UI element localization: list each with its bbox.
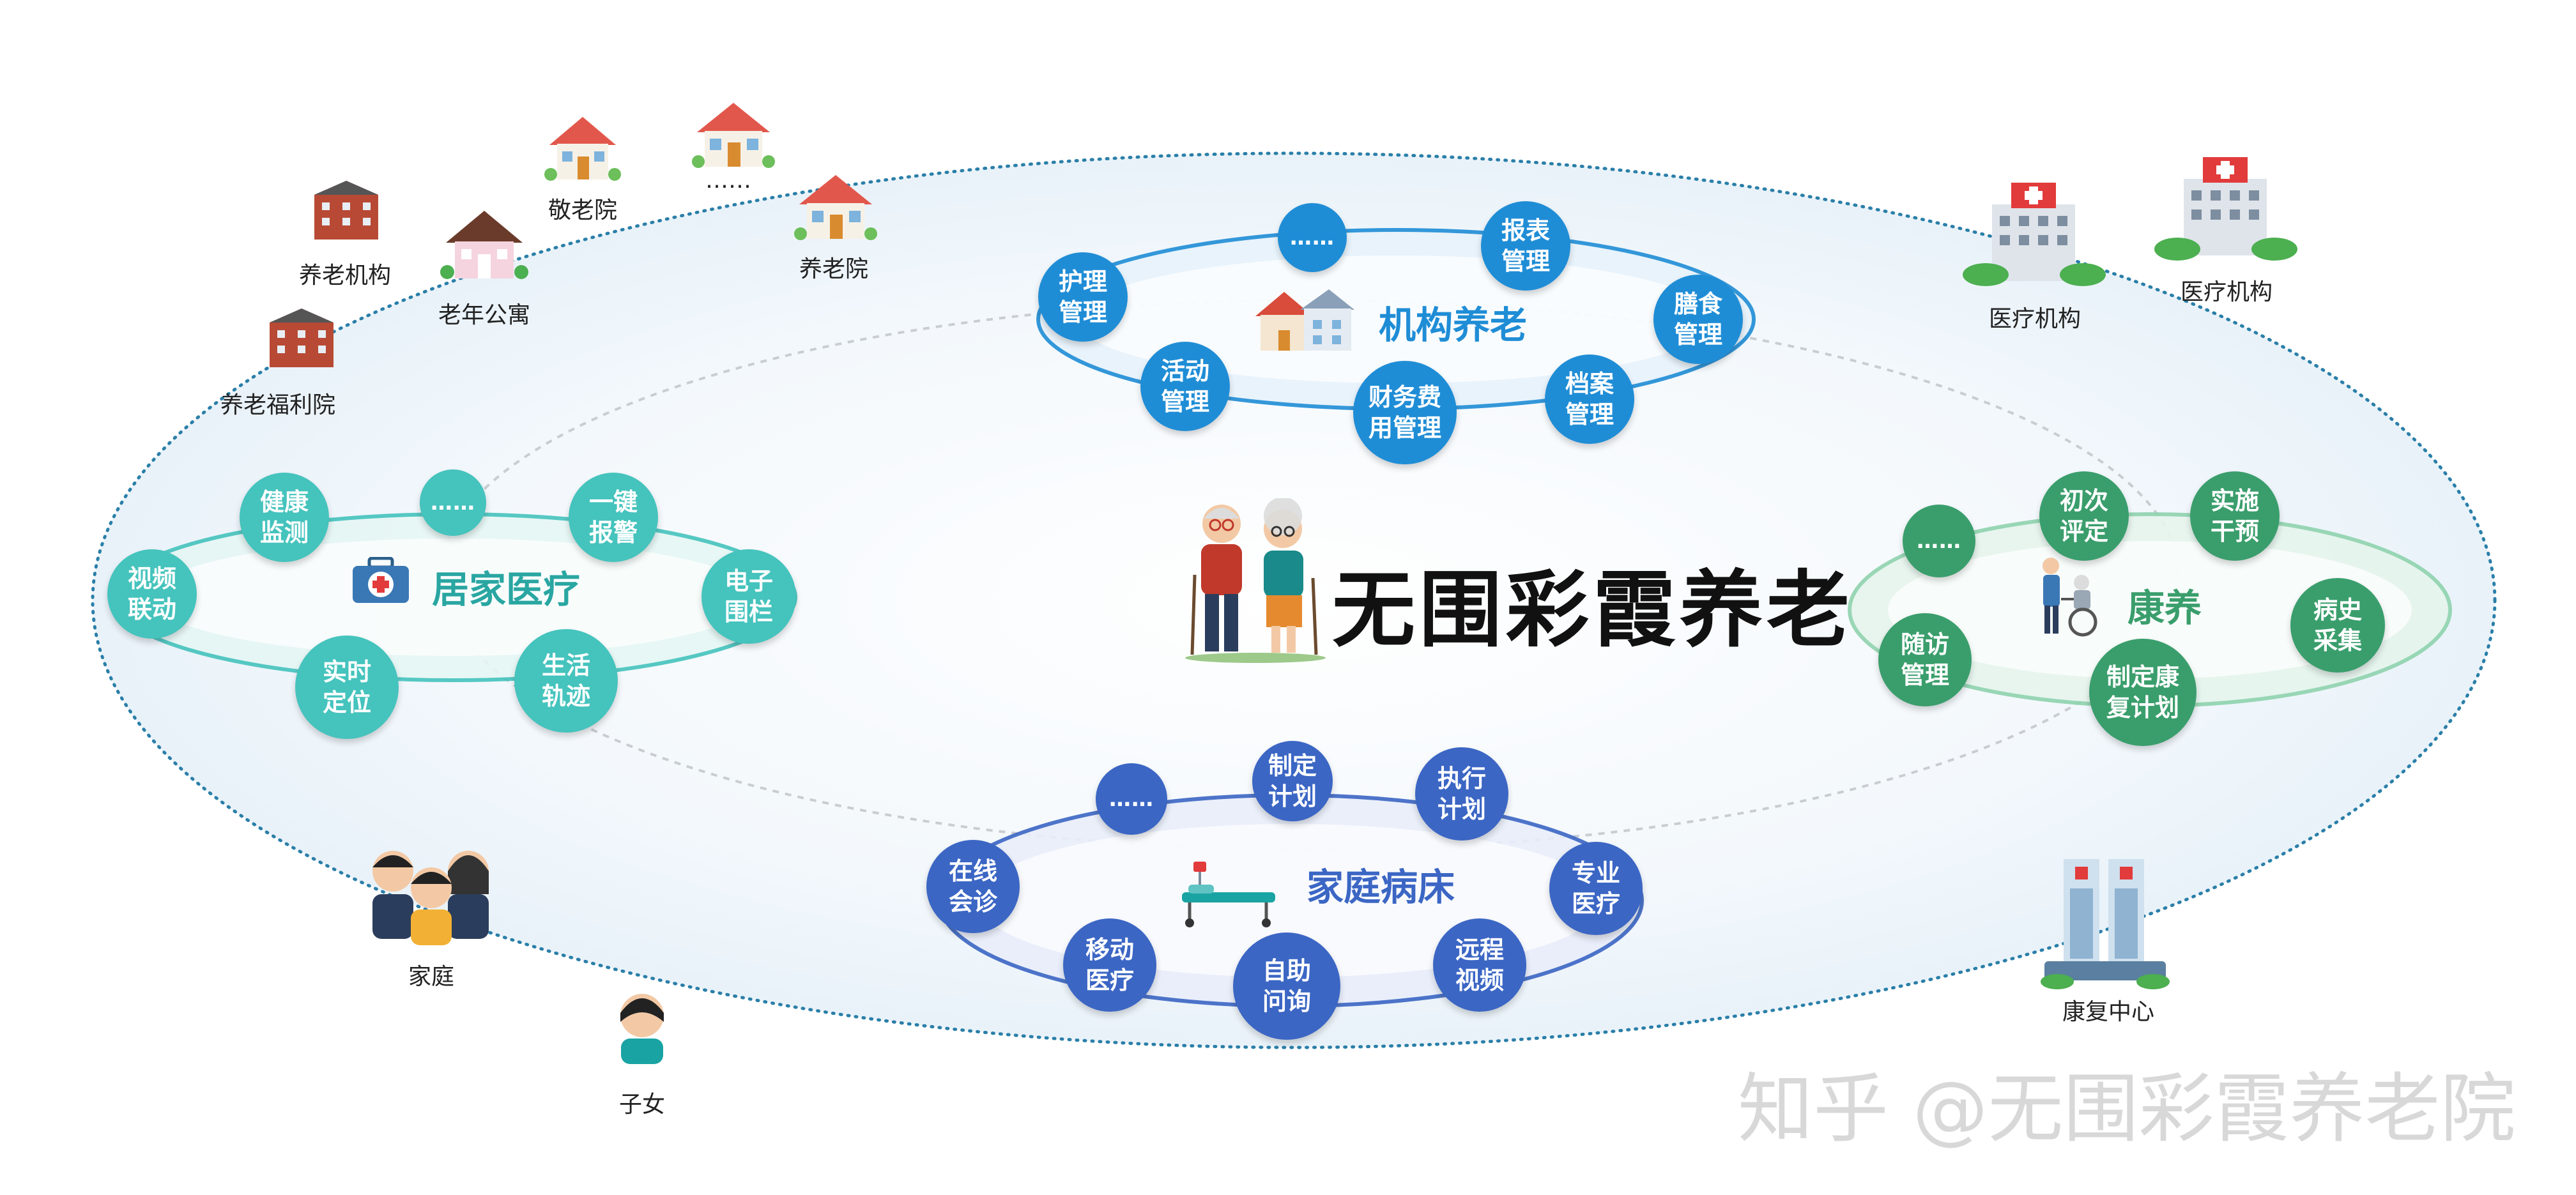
child-icon: [620, 994, 664, 1064]
label-welfare-home: 养老福利院: [220, 392, 336, 418]
cluster-title-home-medical: 居家医疗: [432, 568, 581, 611]
node-more-rehab[interactable]: ……: [1903, 505, 1975, 577]
cluster-title-home-sickbed: 家庭病床: [1307, 865, 1455, 909]
rehab-center-building-icon: [2041, 859, 2170, 989]
label-family: 家庭: [408, 964, 455, 990]
node-real-time-location[interactable]: 实时 定位: [295, 636, 399, 739]
welfare-home-building-icon: [270, 308, 334, 367]
node-self-service-inquiry[interactable]: 自助 问询: [1233, 932, 1340, 1040]
node-meal-management[interactable]: 膳食 管理: [1653, 275, 1743, 364]
senior-apartment-icon: [440, 211, 528, 279]
center-title: 无围彩霞养老: [1332, 561, 1854, 658]
hospital-icon: [2154, 157, 2297, 261]
label-rehab-center: 康复中心: [2062, 999, 2155, 1025]
label-medical-institution-2: 医疗机构: [2180, 279, 2273, 305]
node-nursing-management[interactable]: 护理 管理: [1038, 252, 1128, 342]
node-more-institutional[interactable]: ……: [1278, 203, 1347, 272]
medical-kit-icon: [353, 557, 409, 603]
label-respect-elderly-home: 敬老院: [548, 197, 618, 224]
label-elderly-institution: 养老机构: [298, 263, 392, 289]
node-more-sickbed[interactable]: ……: [1096, 763, 1167, 835]
elderly-institution-building-icon: [314, 181, 378, 240]
hospital-bed-icon: [1182, 862, 1275, 927]
node-initial-assessment[interactable]: 初次 评定: [2039, 471, 2129, 561]
node-electronic-fence[interactable]: 电子 围栏: [702, 549, 796, 644]
node-activity-management[interactable]: 活动 管理: [1140, 342, 1230, 431]
nursing-home-house-icon: [544, 117, 621, 181]
label-medical-institution-1: 医疗机构: [1988, 306, 2082, 332]
node-health-monitoring[interactable]: 健康 监测: [240, 473, 329, 562]
node-professional-medical[interactable]: 专业 医疗: [1549, 842, 1643, 935]
node-life-trajectory[interactable]: 生活 轨迹: [514, 629, 618, 733]
node-finance-management[interactable]: 财务费 用管理: [1353, 361, 1457, 464]
label-senior-apartment: 老年公寓: [438, 302, 531, 328]
institution-building-icon: [1255, 289, 1354, 351]
label-more-outer: ……: [705, 167, 751, 194]
node-execute-plan[interactable]: 执行 计划: [1415, 747, 1508, 841]
node-make-plan[interactable]: 制定 计划: [1252, 741, 1333, 821]
elderly-couple-icon: [1185, 498, 1326, 663]
cluster-title-institutional-care: 机构养老: [1379, 303, 1528, 347]
node-intervention[interactable]: 实施 干预: [2190, 471, 2280, 561]
node-history-collection[interactable]: 病史 采集: [2290, 578, 2385, 673]
label-elderly-home: 养老院: [799, 256, 869, 282]
elderly-home-house-icon: [794, 175, 877, 240]
node-more-home[interactable]: ……: [420, 469, 486, 536]
cluster-title-rehab-care: 康养: [2128, 586, 2202, 630]
node-one-key-alarm[interactable]: 一键 报警: [569, 473, 658, 562]
node-video-linkage[interactable]: 视频 联动: [107, 549, 197, 639]
node-archive-management[interactable]: 档案 管理: [1545, 354, 1634, 444]
node-remote-video[interactable]: 远程 视频: [1433, 918, 1526, 1012]
wheelchair-care-icon: [2043, 558, 2097, 637]
watermark: 知乎 @无围彩霞养老院: [1738, 1065, 2516, 1153]
hospital-icon: [1963, 183, 2106, 286]
node-online-consultation[interactable]: 在线 会诊: [926, 840, 1020, 933]
node-follow-up-management[interactable]: 随访 管理: [1878, 613, 1972, 706]
house-icon: [692, 103, 775, 168]
node-report-management[interactable]: 报表 管理: [1481, 201, 1570, 291]
node-mobile-medical[interactable]: 移动 医疗: [1063, 918, 1156, 1012]
family-icon: [372, 851, 489, 945]
label-children: 子女: [618, 1092, 666, 1118]
node-rehab-plan[interactable]: 制定康 复计划: [2089, 639, 2196, 746]
